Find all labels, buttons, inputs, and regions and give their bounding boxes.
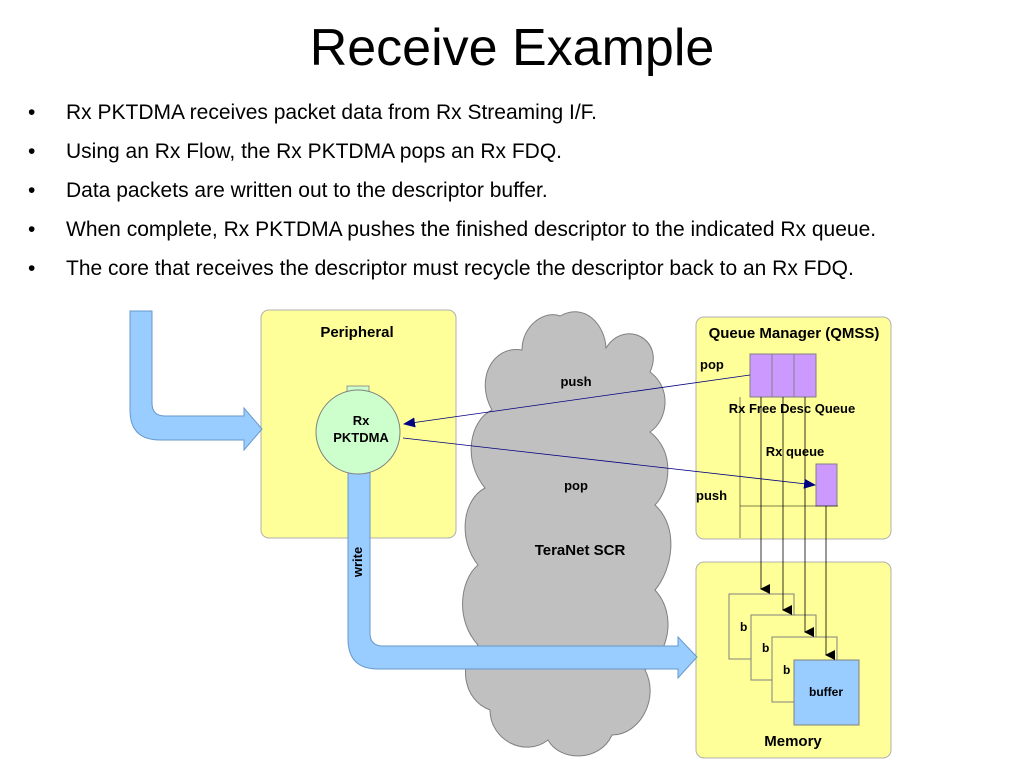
free-queue-cell	[749, 353, 773, 398]
bullet-text: The core that receives the descriptor mu…	[66, 257, 854, 280]
slide-title: Receive Example	[309, 19, 715, 77]
buffer-label: b	[783, 663, 790, 677]
bullet-dot: •	[28, 140, 36, 163]
bullet-item: • Data packets are written out to the des…	[28, 176, 1008, 215]
rx-queue-label: Rx queue	[766, 444, 825, 459]
bullet-list: • Rx PKTDMA receives packet data from Rx …	[28, 98, 1008, 293]
free-queue-label: Rx Free Desc Queue	[729, 401, 855, 416]
pop-arrow	[403, 374, 751, 428]
pktdma-label-line2: PKTDMA	[333, 430, 389, 445]
teranet-pop-label: pop	[564, 478, 588, 493]
bullet-text: Rx PKTDMA receives packet data from Rx S…	[66, 101, 598, 124]
teranet-cloud	[462, 311, 672, 757]
bullet-text: When complete, Rx PKTDMA pushes the fini…	[66, 218, 877, 241]
push-arrow	[402, 437, 816, 489]
teranet-push-label: push	[560, 374, 591, 389]
bullet-text: Using an Rx Flow, the Rx PKTDMA pops an …	[66, 140, 563, 163]
bullet-dot: •	[28, 218, 36, 241]
bullet-item: • Using an Rx Flow, the Rx PKTDMA pops an…	[28, 137, 1008, 176]
buffer-label: b	[762, 641, 769, 655]
bullet-dot: •	[28, 257, 36, 280]
buffer-box	[793, 659, 860, 726]
qm-pop-label: pop	[700, 357, 724, 372]
qm-push-label: push	[696, 488, 727, 503]
bullet-item: • When complete, Rx PKTDMA pushes the fin…	[28, 215, 1008, 254]
buffer-label: buffer	[809, 685, 843, 699]
bullet-dot: •	[28, 101, 36, 124]
memory-label: Memory	[764, 733, 822, 750]
pktdma-label-line1: Rx	[353, 413, 370, 428]
write-label: write	[350, 547, 365, 578]
bullet-text: Data packets are written out to the desc…	[66, 179, 548, 202]
write-pipe	[347, 469, 698, 680]
teranet-label: TeraNet SCR	[535, 542, 626, 559]
free-queue-cell	[771, 353, 795, 398]
free-queue-cell	[793, 353, 817, 398]
streaming-input-pipe	[129, 310, 263, 452]
peripheral-label: Peripheral	[320, 324, 393, 341]
queue-manager-box	[695, 316, 892, 540]
pktdma-circle	[315, 389, 401, 475]
bullet-item: • Rx PKTDMA receives packet data from Rx …	[28, 98, 1008, 137]
bullet-item: • The core that receives the descriptor m…	[28, 254, 1008, 293]
bullet-dot: •	[28, 179, 36, 202]
queue-manager-title: Queue Manager (QMSS)	[709, 325, 880, 342]
rx-queue-cell	[815, 463, 838, 507]
buffer-label: b	[740, 620, 747, 634]
